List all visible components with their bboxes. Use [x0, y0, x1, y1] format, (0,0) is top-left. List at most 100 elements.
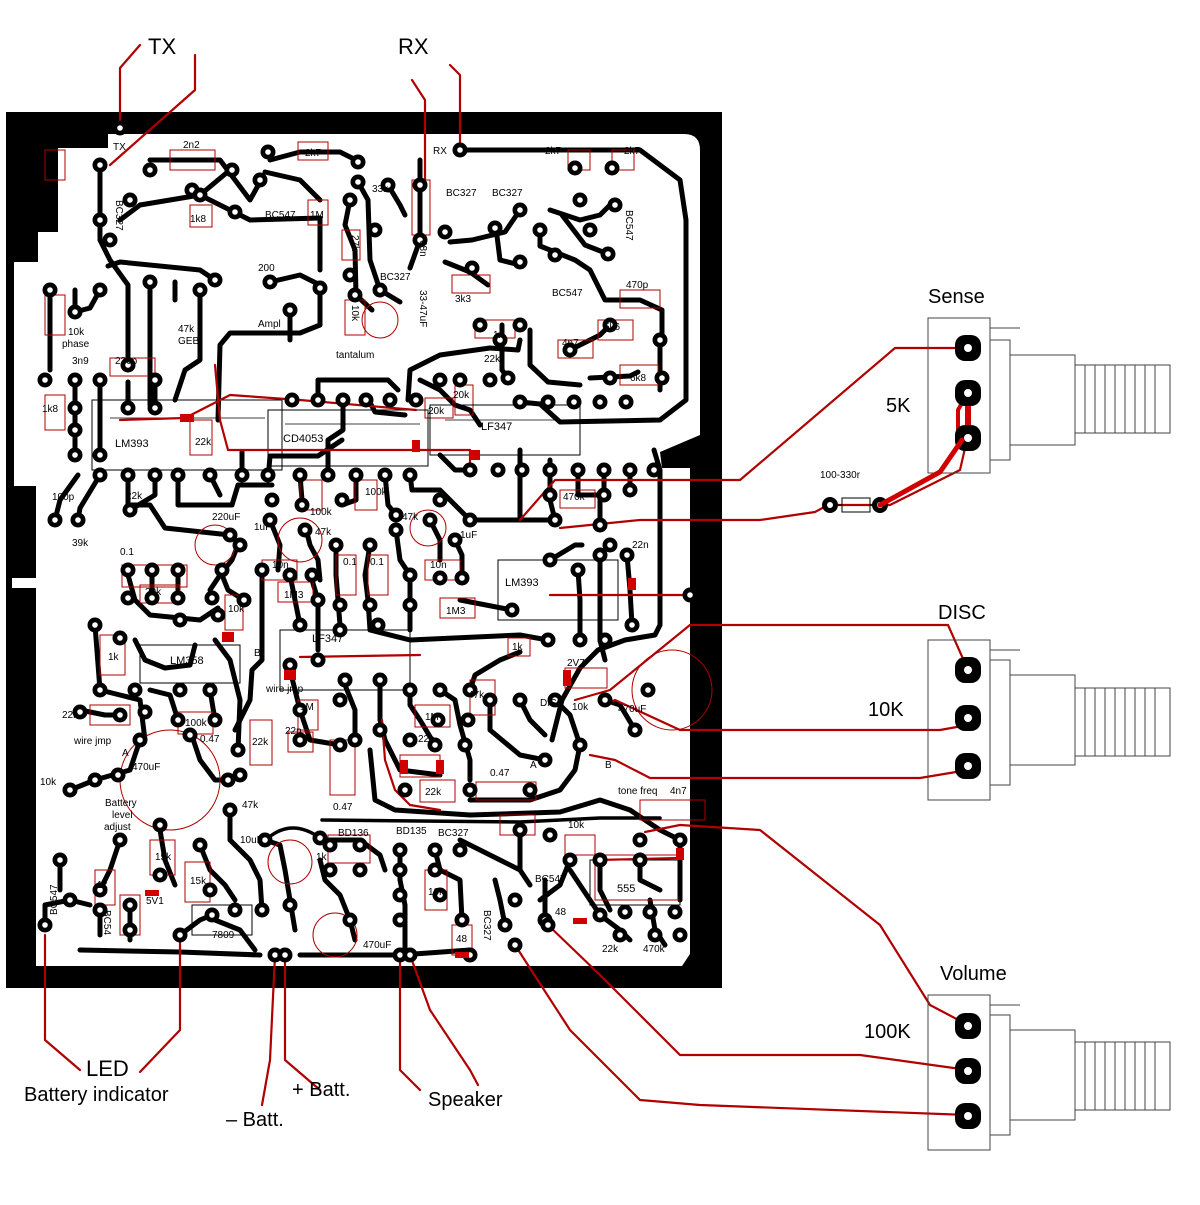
pad-hole — [259, 567, 265, 573]
pad-hole — [597, 912, 603, 918]
label-bc327-a: BC327 — [113, 200, 124, 231]
pad-hole — [97, 472, 103, 478]
label-r1k-c: 1k — [97, 880, 109, 891]
pad-hole — [147, 167, 153, 173]
pad-hole — [149, 595, 155, 601]
pad-hole — [432, 867, 438, 873]
pad-hole — [97, 287, 103, 293]
solder-pads — [37, 120, 698, 963]
pad-hole — [137, 737, 143, 743]
label-r10k-d: 10k — [568, 820, 585, 831]
pad-hole — [272, 952, 278, 958]
pad-hole — [337, 742, 343, 748]
pad-hole — [289, 397, 295, 403]
pad-hole — [437, 575, 443, 581]
pad-hole — [227, 532, 233, 538]
pad-hole — [497, 337, 503, 343]
label-b-pad: B — [254, 648, 261, 659]
pad-hole — [309, 572, 315, 578]
pad-hole — [353, 472, 359, 478]
pad-hole — [333, 542, 339, 548]
label-r100k-a: 100k — [310, 507, 333, 518]
pad-hole — [297, 737, 303, 743]
label-lm393-mid: LM393 — [505, 577, 539, 589]
pad-hole — [357, 842, 363, 848]
pad-hole — [375, 622, 381, 628]
pad-hole — [259, 907, 265, 913]
pad-hole — [315, 397, 321, 403]
pad-hole — [624, 552, 630, 558]
pad-hole — [287, 572, 293, 578]
label-r2k7c: 2k7 — [624, 146, 641, 157]
pad-hole — [402, 787, 408, 793]
label-c01-c: 0.1 — [370, 557, 384, 568]
pad-hole — [575, 567, 581, 573]
pad-hole — [299, 502, 305, 508]
pad-hole — [127, 927, 133, 933]
pad-hole — [355, 159, 361, 165]
pad-hole — [175, 595, 181, 601]
label-r1m3-b: 1M3 — [446, 606, 466, 617]
pad-hole — [637, 837, 643, 843]
label-minus-batt: – Batt. — [226, 1109, 284, 1131]
pad-hole — [607, 322, 613, 328]
pad-hole — [152, 377, 158, 383]
pad-hole — [437, 497, 443, 503]
pad-hole — [545, 399, 551, 405]
label-r1m-b: 1M — [300, 702, 314, 713]
pad-hole — [417, 237, 423, 243]
pad-hole — [225, 777, 231, 783]
pad-hole — [397, 892, 403, 898]
label-tonefreq: tone freq — [618, 786, 657, 797]
pad-hole — [97, 687, 103, 693]
label-r1k8b: 1k8 — [42, 404, 59, 415]
pad-hole — [287, 662, 293, 668]
label-battery-level-2: level — [112, 810, 133, 821]
pad-hole — [229, 167, 235, 173]
pad-hole — [437, 377, 443, 383]
pad-hole — [215, 612, 221, 618]
pad-hole — [127, 197, 133, 203]
label-battery-indicator: Battery indicator — [24, 1084, 169, 1106]
pad-hole — [407, 572, 413, 578]
label-c3n9: 3n9 — [72, 356, 89, 367]
pad-hole — [262, 837, 268, 843]
pad-hole — [577, 637, 583, 643]
pad-hole — [527, 787, 533, 793]
pad-hole — [52, 517, 58, 523]
label-bc547-e: BC547 — [49, 884, 60, 915]
pad-hole — [545, 922, 551, 928]
series-resistor — [822, 437, 965, 513]
pad-hole — [467, 787, 473, 793]
pad-hole — [677, 932, 683, 938]
pad-hole — [67, 787, 73, 793]
label-volume: Volume — [940, 963, 1007, 985]
label-c22n: 22n — [632, 540, 649, 551]
pad-hole — [382, 472, 388, 478]
label-r1k-d: 1k — [316, 852, 328, 863]
pad-hole — [72, 405, 78, 411]
pad-hole — [340, 397, 346, 403]
pad-hole — [597, 857, 603, 863]
pad-hole — [393, 512, 399, 518]
label-r22k-e: 22k — [425, 787, 442, 798]
label-rx-pad: RX — [433, 146, 447, 157]
label-cd4053: CD4053 — [283, 433, 323, 445]
label-sense: Sense — [928, 286, 985, 308]
pad-hole — [629, 622, 635, 628]
pad-hole — [282, 952, 288, 958]
label-r3k3: 3k3 — [455, 294, 472, 305]
pad-hole — [239, 472, 245, 478]
label-r68n: 68n — [417, 240, 428, 257]
pad-hole — [393, 527, 399, 533]
label-lm393-top: LM393 — [115, 438, 149, 450]
pad-hole — [357, 867, 363, 873]
label-a-pad: A — [122, 748, 129, 759]
pad-hole — [607, 542, 613, 548]
pad-hole — [397, 867, 403, 873]
label-bc327-d: BC327 — [380, 272, 411, 283]
label-r100k-b: 100k — [365, 487, 388, 498]
pad-hole — [339, 497, 345, 503]
